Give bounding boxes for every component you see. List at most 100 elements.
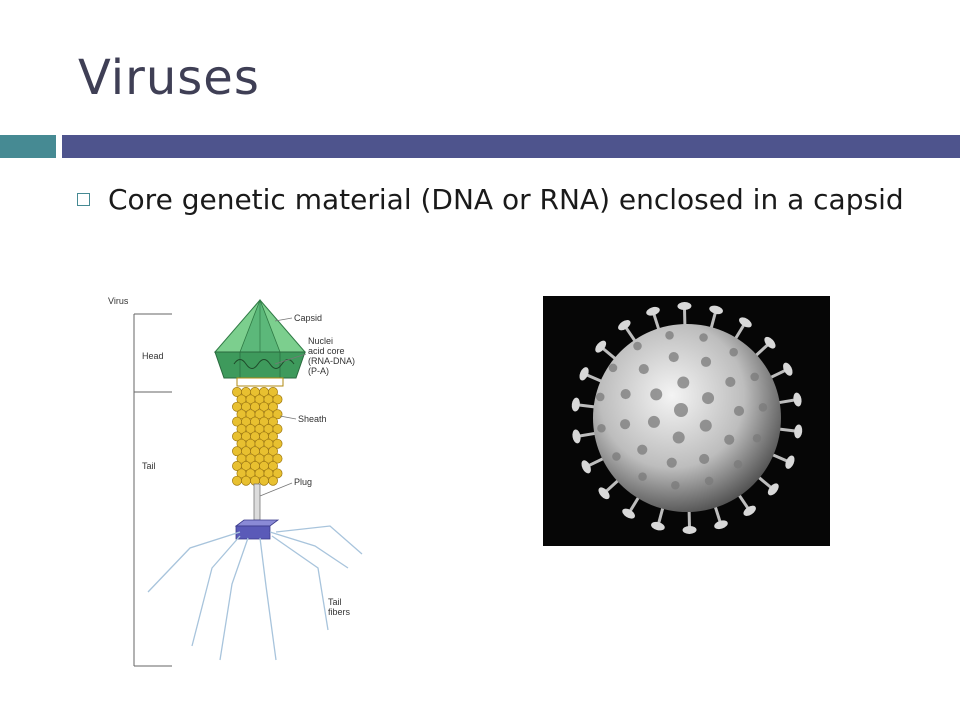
label-nucleic-2: acid core (308, 346, 345, 356)
surface-dimple (699, 333, 708, 342)
label-plug: Plug (294, 477, 312, 487)
bullet-item: Core genetic material (DNA or RNA) enclo… (74, 178, 914, 222)
label-virus: Virus (108, 296, 129, 306)
slide-title: Viruses (78, 50, 260, 106)
spike-head (714, 520, 728, 530)
spike-head (598, 487, 610, 500)
tail-core (253, 483, 261, 521)
surface-dimple (671, 480, 680, 490)
surface-dimple (666, 457, 677, 468)
sheath-bead (272, 424, 283, 434)
bullet-text: Core genetic material (DNA or RNA) enclo… (108, 183, 904, 216)
sheath-bead (241, 475, 251, 486)
bacteriophage-diagram: Virus Head Tail Capsid Nuclei (108, 296, 363, 667)
spike-head (783, 362, 793, 376)
spike-head (677, 302, 692, 311)
spike-head (709, 305, 723, 315)
surface-dimple (612, 452, 621, 461)
accent-bar-teal (0, 135, 56, 158)
sheath-bead (268, 387, 278, 397)
surface-dimple (597, 424, 606, 433)
surface-dimple (638, 363, 649, 375)
label-sheath: Sheath (298, 414, 327, 424)
sheath-bead (272, 453, 283, 464)
region-brackets (133, 313, 172, 667)
sheath-bead (272, 409, 283, 420)
sheath-bead (272, 468, 283, 479)
spike-head (646, 306, 660, 316)
tail-fibers (147, 525, 363, 661)
surface-dimple (733, 459, 743, 469)
surface-dimple (700, 356, 712, 367)
surface-dimple (595, 392, 605, 402)
label-tail: Tail (142, 461, 156, 471)
spike-head (618, 320, 631, 331)
tail-sheath (232, 387, 283, 486)
leader-lines (259, 317, 307, 497)
surface-dimple (752, 433, 762, 443)
spike-head (595, 340, 607, 353)
surface-dimples (595, 331, 768, 490)
spike-head (682, 525, 697, 534)
surface-dimple (674, 403, 688, 417)
sheath-bead (232, 475, 242, 486)
sheath-bead (272, 438, 283, 449)
surface-dimple (677, 376, 690, 389)
accent-bar-indigo (62, 135, 960, 158)
spike-head (651, 521, 665, 531)
capsid-head (213, 298, 307, 379)
virus-sphere (593, 324, 781, 512)
surface-dimple (758, 403, 768, 412)
surface-dimple (725, 376, 736, 388)
surface-dimple (702, 392, 715, 405)
label-head: Head (142, 351, 164, 361)
spike-head (793, 392, 802, 407)
label-tail-fibers-2: fibers (328, 607, 351, 617)
label-nucleic-3: (RNA-DNA) (308, 356, 355, 366)
surface-spikes (571, 302, 803, 534)
spike-head (571, 397, 580, 412)
surface-dimple (668, 351, 679, 363)
sheath-bead (272, 394, 283, 405)
spike-head (622, 508, 635, 519)
surface-dimple (729, 347, 738, 357)
virus-illustration (543, 296, 830, 546)
base-plate (234, 519, 280, 540)
surface-dimple (699, 453, 710, 464)
surface-dimple (647, 415, 660, 428)
sheath-bead (268, 446, 278, 457)
spike-head (581, 460, 591, 474)
surface-dimple (665, 331, 674, 340)
surface-dimple (704, 476, 714, 486)
surface-dimple (750, 372, 759, 382)
surface-dimple (620, 389, 631, 400)
surface-dimple (699, 419, 712, 432)
surface-dimple (733, 405, 745, 417)
sheath-bead (268, 475, 278, 486)
sheath-bead (268, 416, 278, 427)
surface-dimple (633, 341, 642, 351)
collar (236, 377, 284, 387)
spike-head (739, 317, 752, 328)
surface-dimple (638, 472, 647, 481)
surface-dimple (724, 434, 735, 445)
sheath-bead (268, 401, 278, 412)
spike-head (579, 367, 589, 381)
spike-head (572, 429, 581, 444)
spike-head (767, 483, 779, 496)
spike-head (785, 455, 795, 469)
surface-dimple (608, 363, 618, 373)
sheath-bead (268, 431, 278, 442)
label-capsid: Capsid (294, 313, 322, 323)
spike-head (764, 336, 776, 349)
sheath-bead (259, 475, 269, 486)
surface-dimple (620, 419, 631, 430)
label-tail-fibers-1: Tail (328, 597, 342, 607)
spike-head (794, 424, 803, 439)
surface-dimple (672, 431, 685, 444)
sheath-bead (268, 461, 278, 471)
square-bullet-icon (77, 193, 90, 206)
label-nucleic-1: Nuclei (308, 336, 333, 346)
surface-dimple (637, 444, 648, 455)
spike-head (743, 505, 756, 516)
